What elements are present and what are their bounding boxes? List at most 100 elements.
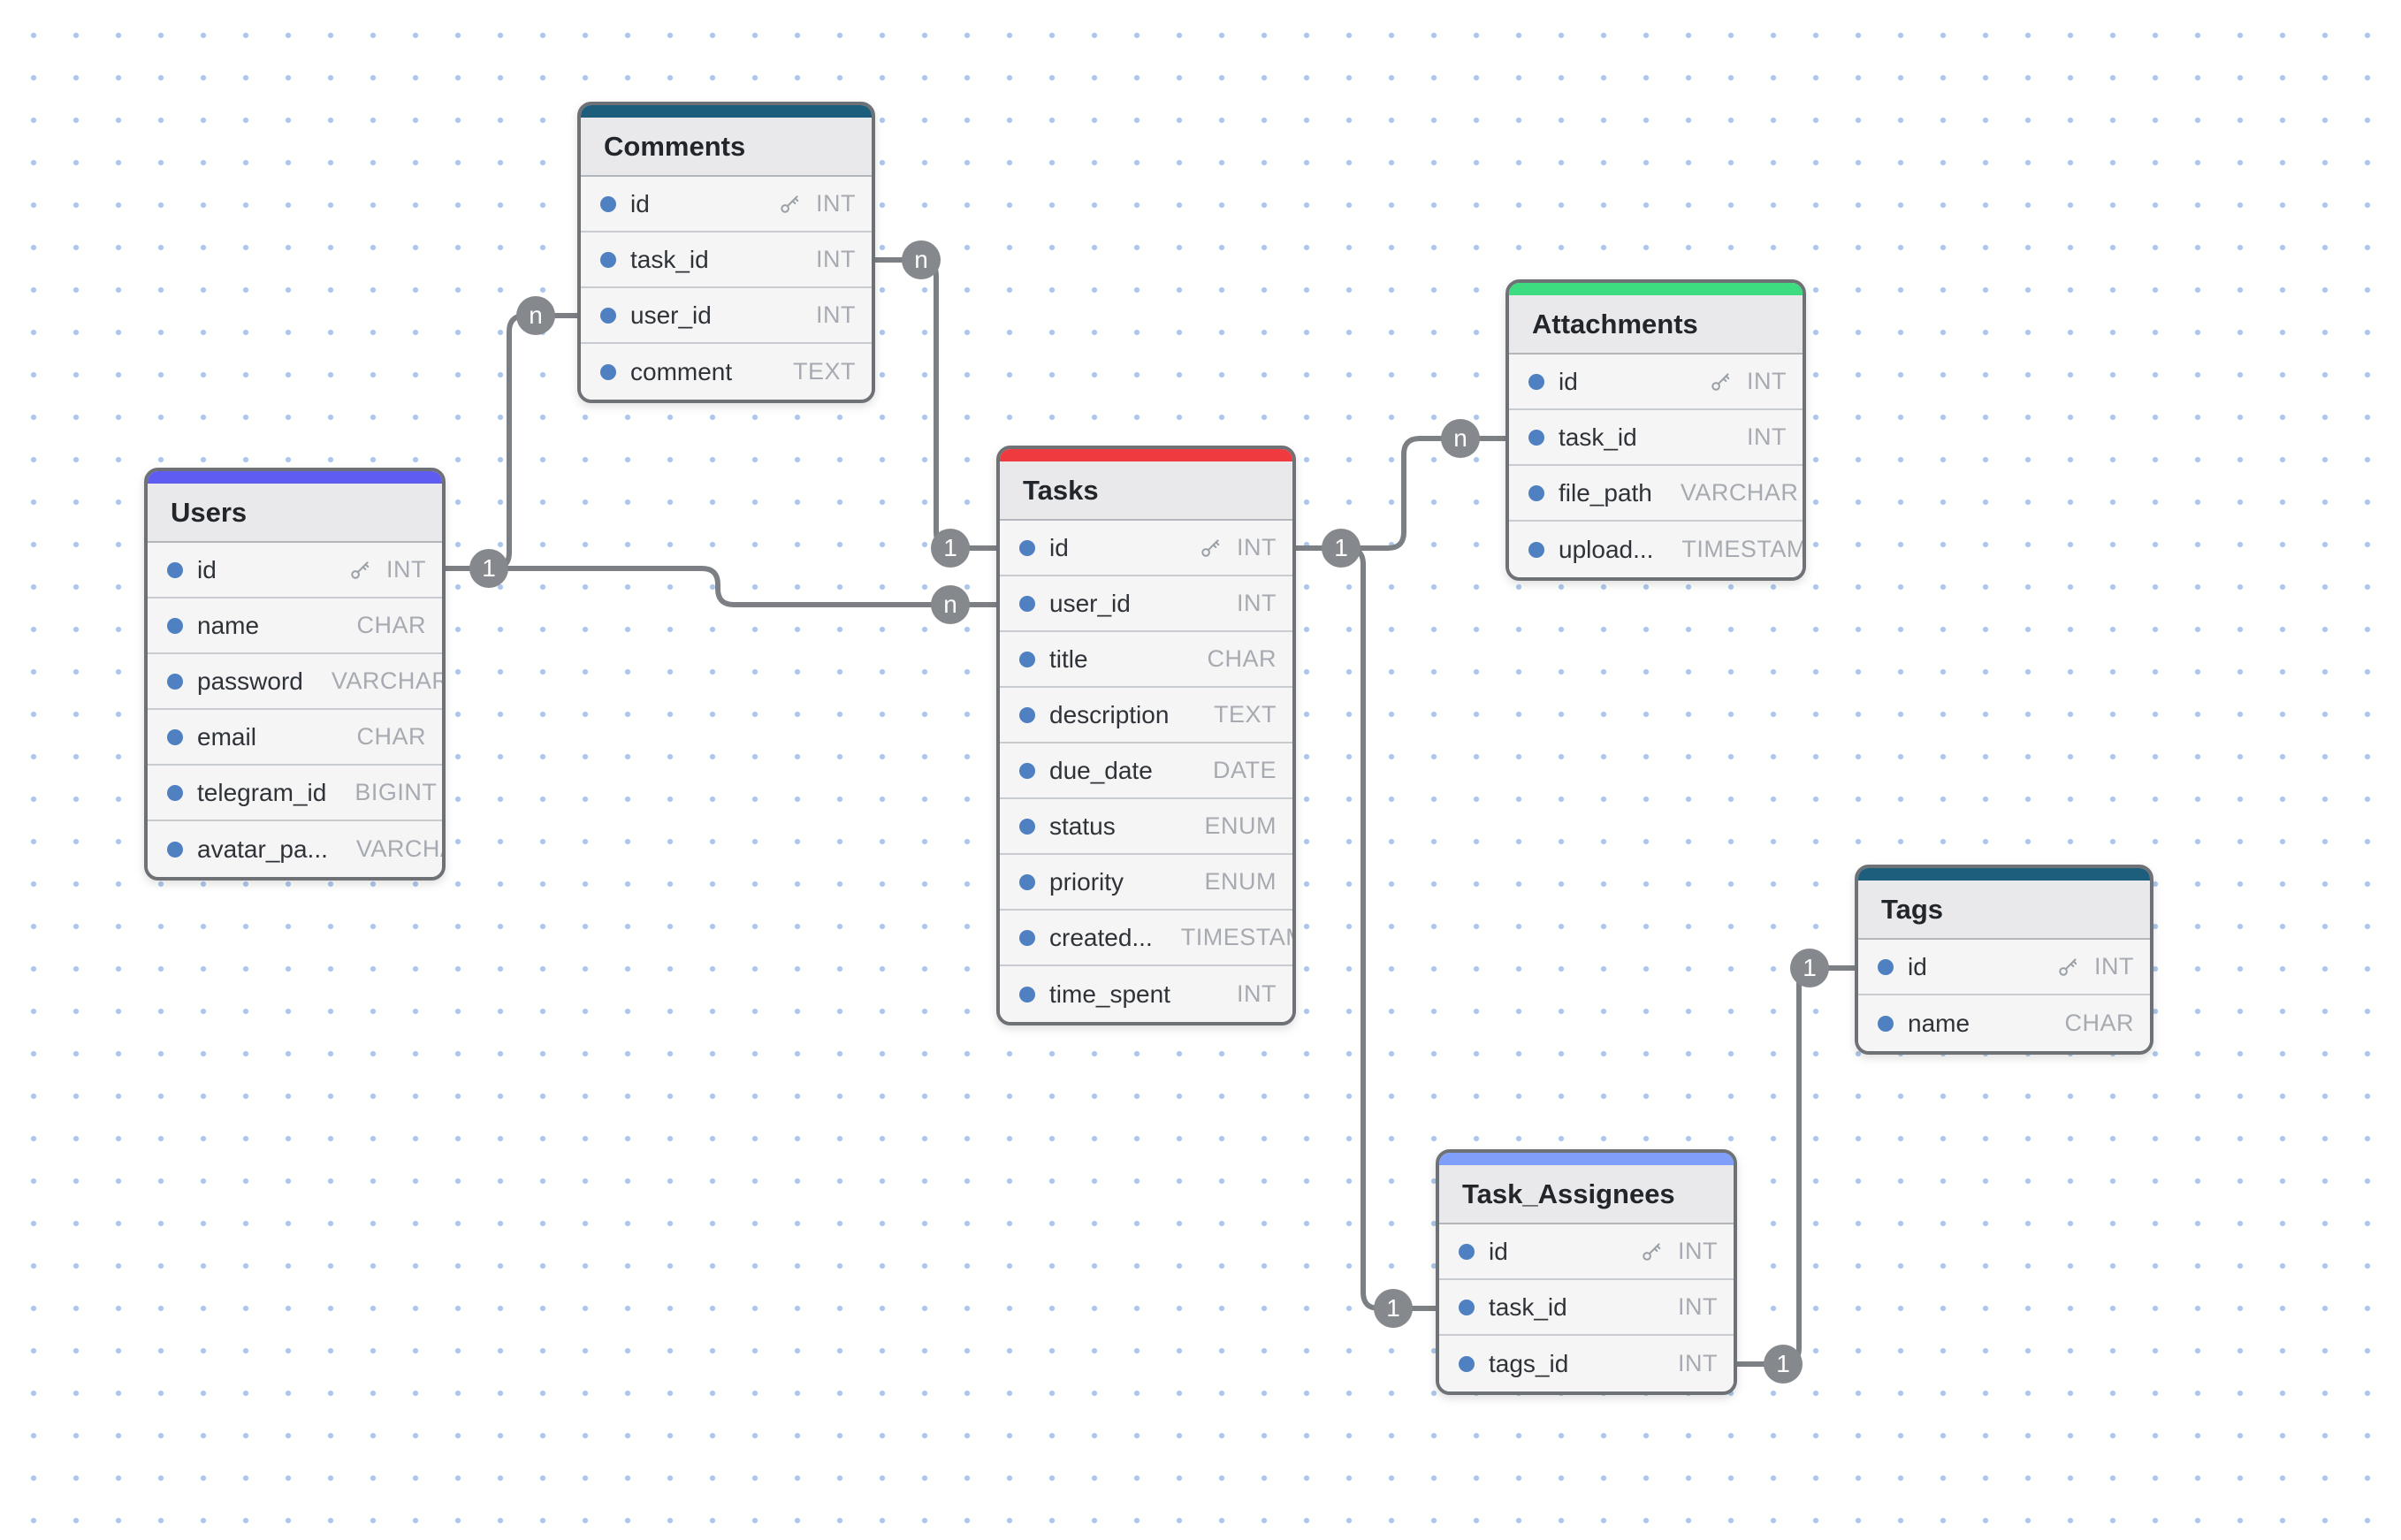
field-name: created... xyxy=(1049,923,1153,951)
relationship-comments_task_id-tasks_id[interactable] xyxy=(873,257,999,551)
table-title: Tasks xyxy=(1000,461,1292,521)
relationship-tasks_id-task_assignees_task_id[interactable] xyxy=(1293,545,1438,1311)
field-name: avatar_pa... xyxy=(197,835,328,863)
field-name: due_date xyxy=(1049,756,1153,784)
field-row-created[interactable]: created... TIMESTAMP xyxy=(1000,911,1292,966)
field-dot-icon xyxy=(600,195,616,212)
field-row-status[interactable]: status ENUM xyxy=(1000,799,1292,855)
field-dot-icon xyxy=(1019,539,1035,556)
field-name: id xyxy=(630,189,650,217)
field-type: INT xyxy=(1237,980,1277,1007)
cardinality-badge-1: 1 xyxy=(1764,1345,1803,1384)
field-dot-icon xyxy=(1878,958,1894,975)
field-name: tags_id xyxy=(1489,1349,1569,1377)
field-type: INT xyxy=(1747,368,1787,394)
field-name: password xyxy=(197,667,303,695)
field-dot-icon xyxy=(167,841,183,858)
field-dot-icon xyxy=(167,673,183,690)
field-row-task_id[interactable]: task_id INT xyxy=(1439,1280,1734,1336)
primary-key-icon xyxy=(1640,1239,1664,1263)
cardinality-badge-1: 1 xyxy=(469,549,508,588)
field-dot-icon xyxy=(1019,986,1035,1003)
cardinality-badge-1: 1 xyxy=(1374,1289,1413,1328)
field-row-avatar_pa[interactable]: avatar_pa...VARCHAR xyxy=(148,821,442,877)
field-name: file_path xyxy=(1559,478,1652,507)
primary-key-icon xyxy=(2056,955,2080,979)
relationship-tags_id-task_assignees_tags_id[interactable] xyxy=(1734,965,1857,1367)
field-type: INT xyxy=(1678,1350,1718,1376)
field-name: task_id xyxy=(1489,1292,1567,1321)
field-dot-icon xyxy=(1019,706,1035,723)
field-name: name xyxy=(1908,1009,1970,1037)
field-type: INT xyxy=(1237,590,1277,616)
table-header-colorbar xyxy=(1000,449,1292,461)
field-type: INT xyxy=(1747,423,1787,450)
table-title: Users xyxy=(148,484,442,543)
field-type: TEXT xyxy=(1213,701,1277,728)
field-row-description[interactable]: description TEXT xyxy=(1000,688,1292,743)
field-name: status xyxy=(1049,812,1116,840)
field-dot-icon xyxy=(600,251,616,268)
field-type: INT xyxy=(1678,1293,1718,1320)
field-name: time_spent xyxy=(1049,980,1170,1008)
field-dot-icon xyxy=(1019,818,1035,835)
field-row-upload[interactable]: upload...TIMESTAMP xyxy=(1509,522,1803,577)
relationship-comments_user_id-users_id[interactable] xyxy=(443,313,580,571)
primary-key-icon xyxy=(1199,536,1223,560)
field-type: ENUM xyxy=(1204,868,1277,895)
field-dot-icon xyxy=(600,363,616,380)
field-name: email xyxy=(197,722,256,751)
field-name: description xyxy=(1049,700,1170,728)
field-dot-icon xyxy=(1019,929,1035,946)
table-title: Tags xyxy=(1858,881,2150,940)
field-dot-icon xyxy=(1019,595,1035,612)
field-row-time_spent[interactable]: time_spent INT xyxy=(1000,966,1292,1022)
field-name: title xyxy=(1049,644,1088,673)
relationship-users_id-tasks_user_id[interactable] xyxy=(443,566,999,607)
field-dot-icon xyxy=(1459,1299,1475,1315)
table-header-colorbar xyxy=(148,471,442,484)
primary-key-icon xyxy=(778,192,802,216)
field-name: user_id xyxy=(630,301,712,329)
field-dot-icon xyxy=(167,728,183,745)
field-type: TIMESTAMP xyxy=(1180,924,1292,950)
field-name: telegram_id xyxy=(197,778,327,806)
field-dot-icon xyxy=(1528,373,1544,390)
relationship-tasks_id-attachments_task_id[interactable] xyxy=(1293,436,1508,551)
field-row-tags_id[interactable]: tags_id INT xyxy=(1439,1336,1734,1391)
field-type: INT xyxy=(1678,1238,1718,1264)
field-type: INT xyxy=(816,246,856,272)
cardinality-badge-n: n xyxy=(1441,419,1480,458)
field-dot-icon xyxy=(1459,1243,1475,1260)
table-header-colorbar xyxy=(1439,1153,1734,1165)
field-type: CHAR xyxy=(356,612,426,638)
field-type: ENUM xyxy=(1204,812,1277,839)
